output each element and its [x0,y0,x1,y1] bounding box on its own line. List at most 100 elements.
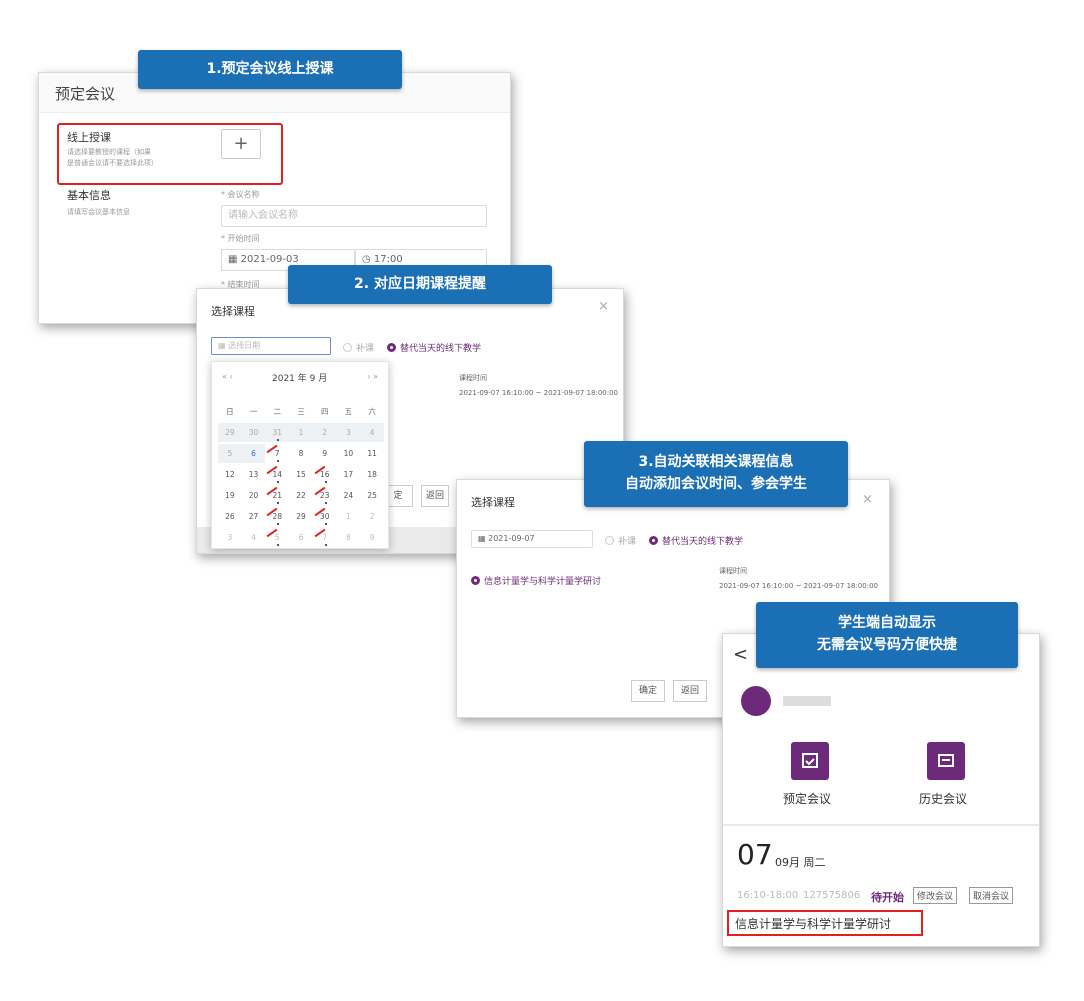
date-picker-input[interactable]: ▦ 2021-09-07 [471,530,593,548]
calendar-day[interactable]: 8 [346,533,351,542]
calendar-day[interactable]: 13 [248,470,259,479]
calendar-day[interactable]: 7 [313,528,337,547]
calendar-day[interactable]: 22 [296,491,306,500]
book-meeting-icon[interactable] [791,742,829,780]
calendar-day[interactable]: 14 [265,465,289,484]
meeting-month-week: 09月 周二 [775,856,826,869]
close-icon[interactable]: × [862,492,873,507]
date-value: 2021-09-07 [488,534,535,543]
course-option[interactable]: 信息计量学与科学计量学研讨 [471,574,601,587]
add-course-button[interactable]: + [221,129,261,159]
course-option-name: 信息计量学与科学计量学研讨 [484,577,602,587]
calendar-day[interactable]: 11 [367,449,377,458]
calendar-day[interactable]: 15 [296,470,306,479]
confirm-button[interactable]: 确定 [631,680,665,702]
calendar-day[interactable]: 23 [313,486,337,505]
calendar-weekday: 六 [368,407,376,416]
calendar-day[interactable]: 20 [248,491,259,500]
calendar-day[interactable]: 24 [343,491,354,500]
calendar-day[interactable]: 30 [313,507,337,526]
calendar-day[interactable]: 21 [265,486,289,505]
start-date-value: 2021-09-03 [240,254,299,265]
calendar-month: 2021 年 9 月 [272,374,328,384]
calendar-day[interactable]: 29 [296,512,306,521]
course-dot-icon [324,502,327,504]
calendar-day[interactable]: 2 [369,512,375,521]
highlight-arrow-icon [266,528,278,538]
step2-banner: 2. 对应日期课程提醒 [288,265,552,304]
plus-icon: + [233,133,249,154]
calendar-day[interactable]: 19 [225,491,235,500]
radio-replace-dot [387,343,396,352]
calendar-day[interactable]: 2 [312,423,337,442]
avatar [741,686,771,716]
calendar-day[interactable]: 7 [265,444,289,463]
meeting-day: 07 [737,838,773,871]
online-course-label: 线上授课 [67,131,111,144]
calendar-day[interactable]: 9 [322,449,328,458]
calendar-weekday: 三 [297,407,305,416]
calendar-weekday: 二 [273,407,282,416]
calendar-day[interactable]: 1 [346,512,351,521]
calendar-day[interactable]: 5 [265,528,289,547]
radio-replace[interactable]: 替代当天的线下教学 [387,341,481,354]
radio-makeup[interactable]: 补课 [343,341,374,354]
step4-line2: 无需会议号码方便快捷 [817,637,957,653]
cancel-meeting-button[interactable]: 取消会议 [969,887,1014,904]
highlight-arrow-icon [314,486,326,496]
history-meeting-label[interactable]: 历史会议 [919,792,968,806]
date-picker-input[interactable]: ▦ 选择日期 [211,337,331,355]
meeting-name-input[interactable]: 请输入会议名称 [221,205,487,227]
back-button[interactable]: 返回 [673,680,707,702]
highlight-arrow-icon [266,444,278,454]
meeting-time-range: 16:10-18:00 [737,890,799,901]
calendar-day[interactable]: 17 [343,470,354,479]
calendar-day[interactable]: 3 [227,533,233,542]
calendar-day[interactable]: 10 [343,449,354,458]
close-icon[interactable]: × [598,299,609,314]
start-time-label: * 开始时间 [221,234,260,243]
calendar-day[interactable]: 28 [265,507,289,526]
radio-replace-label: 替代当天的线下教学 [662,537,744,547]
calendar-day[interactable]: 5 [218,444,242,463]
clock-icon: ◷ [362,254,374,265]
meeting-name-label: * 会议名称 [221,190,260,199]
calendar-day[interactable]: 8 [298,449,304,458]
history-meeting-icon[interactable] [927,742,965,780]
calendar-nav-prev[interactable]: « ‹ [222,372,233,381]
calendar-day[interactable]: 25 [367,491,377,500]
radio-makeup[interactable]: 补课 [605,534,636,547]
calendar-day[interactable]: 4 [360,423,384,442]
calendar-nav-next[interactable]: › » [367,372,378,381]
calendar-day[interactable]: 12 [225,470,235,479]
step3-line1: 3.自动关联相关课程信息 [638,454,794,470]
calendar-day[interactable]: 3 [336,423,361,442]
meeting-number: 127575806 [803,890,861,901]
calendar-day[interactable]: 4 [251,533,256,542]
calendar-weekday: 一 [249,407,258,416]
student-mobile-view: < 预定会议 历史会议 07 09月 周二 16:10-18:00 127575… [722,633,1040,947]
section-divider [723,824,1039,826]
book-meeting-label[interactable]: 预定会议 [783,792,832,806]
calendar-day[interactable]: 1 [289,423,313,442]
calendar-day[interactable]: 26 [225,512,235,521]
calendar-day[interactable]: 16 [313,465,337,484]
calendar-day[interactable]: 27 [248,512,259,521]
calendar-day[interactable]: 6 [241,444,266,463]
back-icon[interactable]: < [733,644,749,665]
calendar-day[interactable]: 31 [265,423,290,442]
calendar-day[interactable]: 6 [298,533,304,542]
course-name: 信息计量学与科学计量学研讨 [735,917,892,931]
calendar-weekday: 四 [320,407,329,416]
modify-meeting-button[interactable]: 修改会议 [913,887,958,904]
course-dot-icon [277,502,280,504]
course-time-value: 2021-09-07 16:10:00 ~ 2021-09-07 18:00:0… [719,582,879,590]
radio-replace[interactable]: 替代当天的线下教学 [649,534,743,547]
calendar-day[interactable]: 18 [367,470,377,479]
calendar-day[interactable]: 30 [241,423,266,442]
calendar-day[interactable]: 29 [218,423,242,442]
calendar-weekday: 五 [344,407,353,416]
online-course-hint: 请选择要教授的课程（如果是普通会议请不要选择此项） [67,148,158,167]
calendar-day[interactable]: 9 [369,533,375,542]
back-button[interactable]: 返回 [421,485,449,507]
